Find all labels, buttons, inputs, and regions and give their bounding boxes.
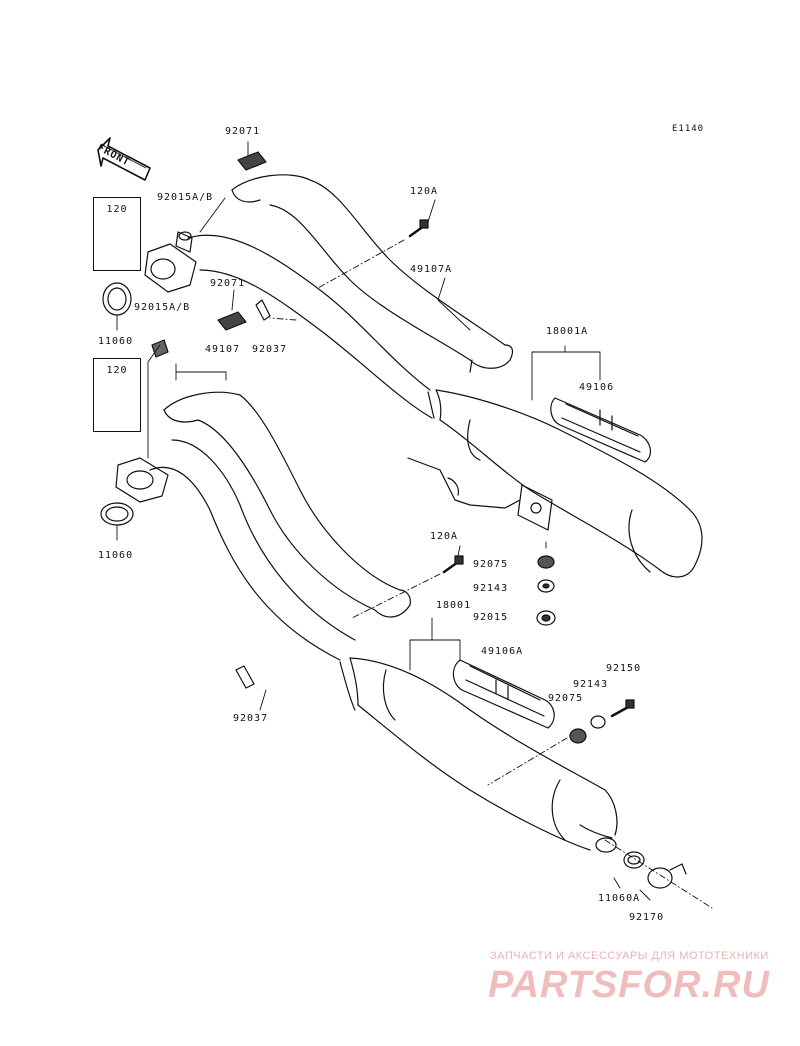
watermark-brand-logo: PARTSFOR.RU xyxy=(488,964,770,1006)
collar-92143-right-icon xyxy=(537,579,555,593)
bolt-120a-upper-icon xyxy=(408,219,429,238)
part-label-18001a: 18001A xyxy=(546,326,589,337)
lower-exhaust-pipe xyxy=(149,391,411,661)
heat-shield-49106 xyxy=(550,397,652,463)
cover-92071-upper-icon xyxy=(237,151,267,171)
upper-flange xyxy=(144,231,197,293)
part-label-92170: 92170 xyxy=(629,912,665,923)
damper-92075-low-icon xyxy=(569,728,587,744)
clip-92037-lower-icon xyxy=(235,665,255,689)
gasket-11060a-icon xyxy=(623,851,645,869)
part-label-92075-low: 92075 xyxy=(548,693,584,704)
part-label-92143-right: 92143 xyxy=(473,583,509,594)
part-label-18001: 18001 xyxy=(436,600,472,611)
part-label-120-upper: 120 xyxy=(106,204,128,215)
upper-exhaust-pipe xyxy=(187,174,514,419)
collar-92015ab-icon xyxy=(151,339,169,358)
part-label-49106a: 49106A xyxy=(481,646,524,657)
part-label-11060-bottom: 11060 xyxy=(98,550,134,561)
part-label-49107a: 49107A xyxy=(410,264,453,275)
part-label-92015ab-top: 92015A/B xyxy=(157,192,214,203)
gasket-11060-lower-icon xyxy=(100,502,134,526)
part-label-92037-bottom: 92037 xyxy=(233,713,269,724)
part-label-92143-low: 92143 xyxy=(573,679,609,690)
diagram-code: E1140 xyxy=(672,124,705,134)
part-label-11060-top: 11060 xyxy=(98,336,134,347)
part-label-92071-top: 92071 xyxy=(225,126,261,137)
part-label-120a-top: 120A xyxy=(410,186,439,197)
part-label-92071-mid: 92071 xyxy=(210,278,246,289)
damper-92075-right-icon xyxy=(537,555,555,569)
bolt-120-upper-box: 120 xyxy=(93,197,141,271)
front-arrow-icon xyxy=(97,137,151,181)
heat-shield-49106a xyxy=(452,659,555,729)
part-label-49106: 49106 xyxy=(579,382,615,393)
part-label-92015ab-mid: 92015A/B xyxy=(134,302,191,313)
part-label-120a-mid: 120A xyxy=(430,531,459,542)
gasket-11060-upper-icon xyxy=(102,282,132,316)
collar-92015-right-icon xyxy=(536,610,556,626)
part-label-120-lower: 120 xyxy=(106,365,128,376)
watermark-tagline: ЗАПЧАСТИ И АКСЕССУАРЫ ДЛЯ МОТОТЕХНИКИ xyxy=(490,950,769,962)
upper-muffler xyxy=(407,389,703,578)
bolt-120a-mid-icon xyxy=(442,555,464,574)
cover-92071-mid-icon xyxy=(217,311,247,331)
lower-flange xyxy=(115,457,169,503)
part-label-92015-right: 92015 xyxy=(473,612,509,623)
part-label-92075-right: 92075 xyxy=(473,559,509,570)
leader-lines xyxy=(116,141,651,901)
part-label-92150: 92150 xyxy=(606,663,642,674)
collar-92143-low-icon xyxy=(590,715,606,729)
lower-muffler xyxy=(339,657,618,853)
bolt-92150-icon xyxy=(610,699,635,718)
part-label-49107: 49107 xyxy=(205,344,241,355)
part-label-11060a: 11060A xyxy=(598,893,641,904)
bolt-120-lower-box: 120 xyxy=(93,358,141,432)
clamp-92170-icon xyxy=(647,863,687,889)
part-label-92037-top: 92037 xyxy=(252,344,288,355)
guide-lines xyxy=(269,239,713,909)
clip-92037-upper-icon xyxy=(255,299,271,321)
